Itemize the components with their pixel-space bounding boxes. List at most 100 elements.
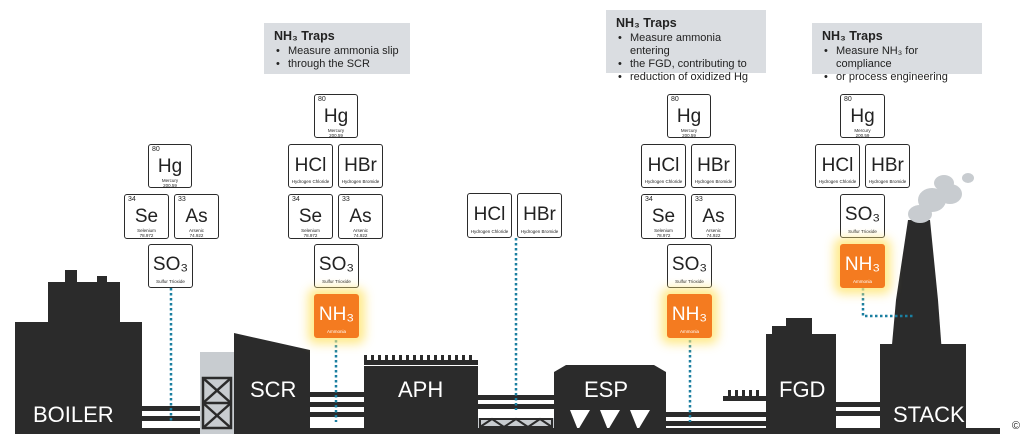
element-symbol: NH₃ [318,304,355,325]
callout-title: NH₃ Traps [616,16,677,30]
copyright-mark: © [1011,420,1020,432]
atomic-number: 80 [844,96,852,103]
callout-line: Measure ammonia slip [274,45,400,58]
element-symbol: HCl [294,155,327,176]
element-weight: 200.59 [855,133,870,138]
callout-line: the FGD, contributing to [616,58,756,71]
element-name: Ammonia [679,329,699,334]
element-symbol: Hg [157,156,183,177]
element-name: Mercury [680,128,698,133]
element-symbol: HBr [871,155,904,176]
element-weight: 200.59 [329,133,343,138]
element-tile-se: 34 Se Selenium 78.972 [124,194,169,239]
atomic-number: 34 [128,196,136,203]
element-tile-so3: SO₃ Sulfur Trioxide [840,194,885,238]
element-symbol: Se [134,206,159,227]
element-name: Selenium [301,228,320,233]
callout-title: NH₃ Traps [822,29,883,43]
element-tile-nh3: NH₃ Ammonia [667,294,712,338]
element-tile-hbr: HBr Hydrogen Bromide [517,193,562,238]
element-tile-hbr: HBr Hydrogen Bromide [865,144,910,188]
unit-label-aph: APH [398,377,444,402]
element-name: Hydrogen Bromide [341,179,380,184]
callout-scr: NH₃ Traps Measure ammonia slip through t… [264,23,410,74]
fgd-building [766,318,836,434]
element-name: Arsenic [705,228,721,233]
boiler-building [15,270,142,434]
element-weight: 78.972 [656,233,671,238]
element-tile-so3: SO₃ Sulfur Trioxide [148,244,193,288]
esp-building [554,365,666,434]
element-symbol: Hg [676,106,702,127]
duct-scr-aph [310,392,364,417]
element-name: Selenium [654,228,673,233]
element-weight: 200.59 [163,183,177,188]
element-symbol: SO₃ [671,254,708,275]
aph-building [364,355,478,434]
callout-title: NH₃ Traps [274,29,335,43]
element-name: Mercury [161,178,179,183]
callout-line: or process engineering [822,71,972,84]
element-name: Hydrogen Bromide [868,179,907,184]
element-name: Arsenic [352,228,368,233]
element-weight: 74.922 [189,233,204,238]
callout-line: Measure ammonia entering [616,32,756,58]
element-symbol: SO₃ [318,254,355,275]
element-symbol: Hg [850,106,875,127]
element-symbol: HBr [344,155,377,176]
duct-aph-esp [478,395,554,429]
element-name: Ammonia [852,279,872,284]
element-name: Sulfur Trioxide [848,229,877,234]
element-weight: 78.972 [139,233,154,238]
unit-label-boiler: BOILER [33,402,114,427]
element-symbol: As [349,206,372,227]
sample-line-stack [861,288,914,318]
callout-line: through the SCR [274,58,400,71]
smoke-icon [908,173,974,223]
element-symbol: SO₃ [152,254,189,275]
unit-label-stack: STACK [893,402,965,427]
element-tile-as: 33 As Arsenic 74.922 [338,194,383,239]
element-weight: 78.972 [303,233,318,238]
atomic-number: 80 [671,96,679,103]
element-tile-hbr: HBr Hydrogen Bromide [338,144,383,188]
element-tile-hg: 80 Hg Mercury 200.59 [840,94,885,138]
unit-label-fgd: FGD [779,377,826,402]
element-name: Hydrogen Chloride [644,179,683,184]
element-name: Mercury [854,128,871,133]
element-tile-se: 34 Se Selenium 78.972 [288,194,333,239]
element-weight: 200.59 [682,133,696,138]
atomic-number: 33 [695,196,703,203]
element-name: Hydrogen Chloride [818,179,857,184]
stack-building [880,220,966,434]
element-symbol: As [185,206,208,227]
element-symbol: HCl [473,204,506,225]
element-tile-hg: 80 Hg Mercury 200.59 [314,94,358,138]
atomic-number: 34 [292,196,300,203]
element-tile-hg: 80 Hg Mercury 200.59 [667,94,711,138]
atomic-number: 80 [152,146,160,153]
duct-fgd-stack [836,402,896,416]
unit-label-scr: SCR [250,377,297,402]
element-symbol: As [702,206,725,227]
duct-esp-fgd [666,390,766,426]
element-tile-hg: 80 Hg Mercury 200.59 [148,144,192,188]
element-symbol: HBr [523,204,556,225]
element-symbol: HCl [821,155,854,176]
element-name: Hydrogen Chloride [470,229,509,234]
element-symbol: NH₃ [844,254,881,275]
element-name: Sulfur Trioxide [156,279,185,284]
element-tile-hbr: HBr Hydrogen Bromide [691,144,736,188]
callout-line: Measure NH₃ for compliance [822,45,972,71]
element-tile-hcl: HCl Hydrogen Chloride [288,144,333,188]
element-symbol: Hg [323,106,349,127]
element-name: Sulfur Trioxide [322,279,351,284]
atomic-number: 34 [645,196,653,203]
element-tile-so3: SO₃ Sulfur Trioxide [314,244,359,288]
element-symbol: HCl [647,155,680,176]
callout-line: reduction of oxidized Hg [616,71,756,84]
callout-fgd: NH₃ Traps Measure ammonia entering the F… [606,10,766,84]
element-name: Hydrogen Bromide [520,229,559,234]
element-tile-so3: SO₃ Sulfur Trioxide [667,244,712,288]
